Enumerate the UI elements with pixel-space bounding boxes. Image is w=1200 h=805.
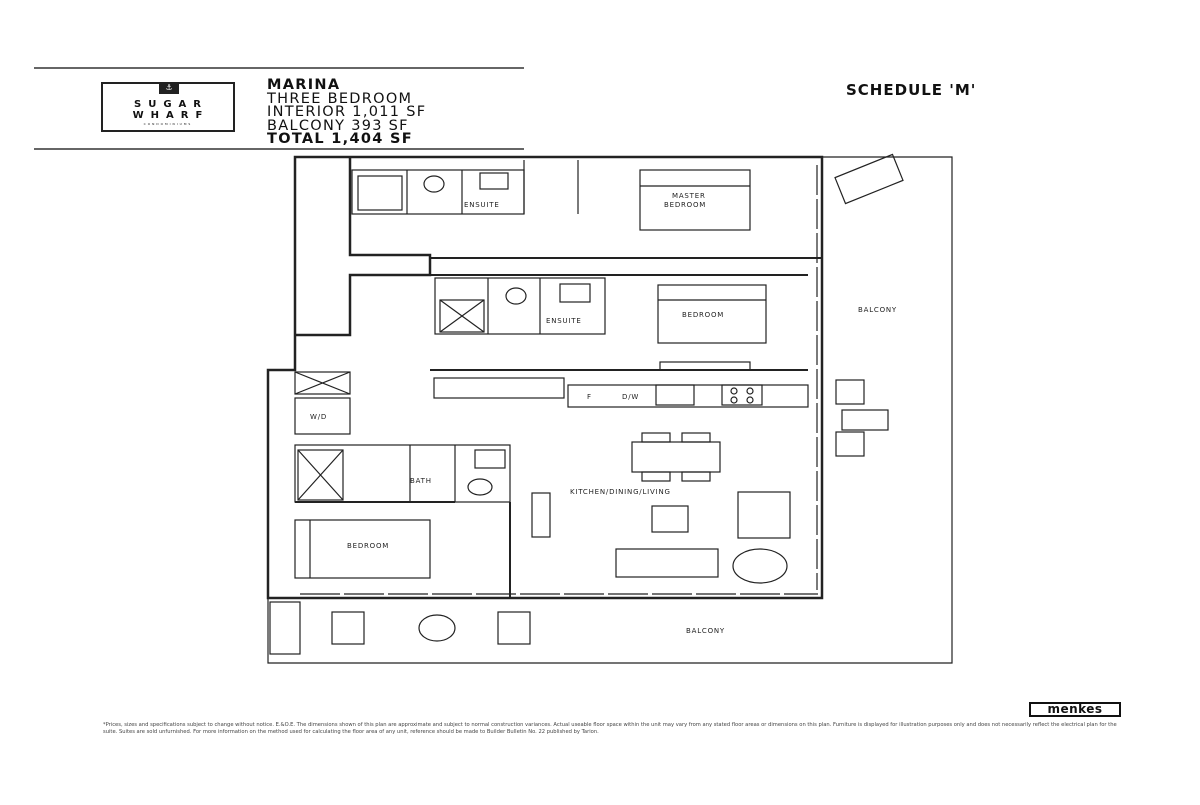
armchair — [737, 491, 791, 539]
label-master-bedroom-2: BEDROOM — [664, 201, 706, 209]
total-area: TOTAL 1,404 SF — [267, 131, 413, 147]
header-rule-top — [34, 67, 524, 69]
label-master-bedroom: MASTER — [672, 192, 706, 200]
unit-name: MARINA — [267, 77, 341, 93]
label-balcony-south: BALCONY — [686, 627, 725, 635]
label-bedroom-3: BEDROOM — [347, 542, 389, 550]
round-table — [732, 548, 788, 584]
label-bedroom-2: BEDROOM — [682, 311, 724, 319]
label-bath: BATH — [410, 477, 432, 485]
master-bed — [639, 169, 751, 231]
dining-table — [631, 441, 721, 473]
sofa — [615, 548, 719, 578]
bedroom-3-bed — [294, 519, 431, 579]
bedroom-2-bed — [657, 284, 767, 344]
label-kitchen-dining-living: KITCHEN/DINING/LIVING — [570, 488, 671, 496]
sugar-wharf-logo: ⚓ SUGAR WHARF CONDOMINIUMS — [101, 82, 235, 132]
label-ensuite-2: ENSUITE — [546, 317, 582, 325]
label-ensuite-master: ENSUITE — [464, 201, 500, 209]
unit-type: THREE BEDROOM — [267, 90, 413, 107]
label-fridge: F — [587, 393, 592, 401]
unit-summary: MARINA THREE BEDROOM INTERIOR 1,011 SF B… — [267, 77, 427, 147]
label-washer-dryer: W/D — [310, 413, 327, 421]
exterior-wall — [266, 155, 824, 600]
bath-room — [294, 444, 511, 503]
anchor-icon: ⚓ — [159, 82, 179, 94]
coffee-table — [651, 505, 689, 533]
menkes-logo: menkes — [1029, 702, 1121, 717]
balcony-outline — [267, 156, 953, 664]
ensuite-2 — [434, 277, 606, 335]
balcony-area: BALCONY 393 SF — [267, 117, 409, 134]
disclaimer: *Prices, sizes and specifications subjec… — [103, 722, 1117, 735]
laundry — [294, 397, 351, 435]
label-dishwasher: D/W — [622, 393, 639, 401]
label-balcony-east: BALCONY — [858, 306, 897, 314]
interior-area: INTERIOR 1,011 SF — [267, 104, 427, 120]
header-rule-bottom — [34, 148, 524, 150]
entry-wall — [295, 157, 432, 337]
schedule-title: SCHEDULE 'M' — [846, 81, 977, 99]
kitchen-counter — [567, 384, 809, 408]
